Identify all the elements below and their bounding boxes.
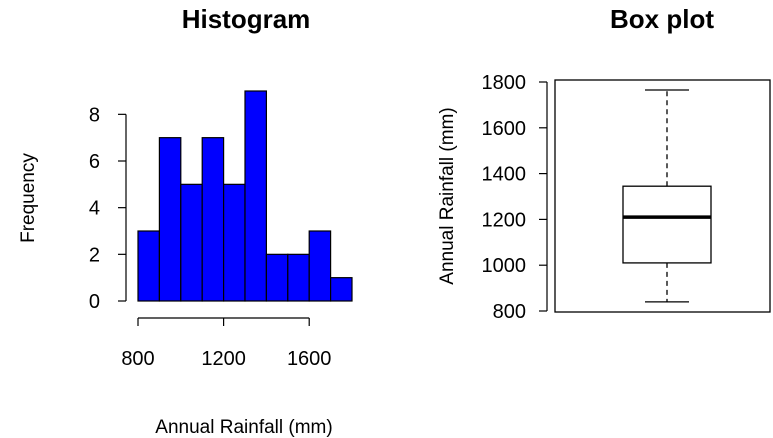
boxplot-title: Box plot <box>610 4 714 34</box>
histogram-bar-2 <box>158 137 182 302</box>
histogram-bar-4 <box>201 137 225 302</box>
histogram-bar-5 <box>223 183 246 302</box>
histogram-x-tick-label: 1600 <box>287 348 332 370</box>
histogram-bar-9 <box>308 230 332 302</box>
histogram-bar-10 <box>330 277 353 302</box>
histogram-bars <box>137 90 353 302</box>
boxplot-y-tick-label: 1200 <box>482 209 527 231</box>
histogram-panel: Histogram 800 1200 1600 0 2 4 6 8 Annual Rainf… <box>18 4 353 438</box>
histogram-bar-8 <box>287 253 310 302</box>
histogram-y-tick-label: 8 <box>89 104 100 126</box>
histogram-y-axis-label: Frequency <box>18 153 39 243</box>
histogram-title: Histogram <box>182 4 311 34</box>
histogram-bar-6 <box>244 90 267 302</box>
histogram-x-tick-label: 800 <box>121 348 154 370</box>
histogram-y-tick-label: 0 <box>89 291 100 313</box>
boxplot-y-tick-label: 1800 <box>482 72 527 94</box>
histogram-y-tick-label: 4 <box>89 198 100 220</box>
boxplot-frame <box>554 79 771 313</box>
boxplot-y-axis-label: Annual Rainfall (mm) <box>437 107 458 284</box>
histogram-y-tick-label: 6 <box>89 151 100 173</box>
histogram-x-tick-label: 1200 <box>201 348 246 370</box>
histogram-bar-3 <box>180 183 203 302</box>
boxplot-y-tick-label: 1000 <box>482 255 527 277</box>
boxplot-marks <box>622 89 712 303</box>
boxplot-y-axis: 800 1000 1200 1400 1600 1800 <box>482 72 548 323</box>
histogram-bar-7 <box>265 253 289 302</box>
histogram-x-axis: 800 1200 1600 <box>121 317 332 370</box>
boxplot-y-tick-label: 1400 <box>482 164 527 186</box>
histogram-bar-1 <box>137 230 160 302</box>
boxplot-box <box>622 185 712 264</box>
histogram-y-axis: 0 2 4 6 8 <box>89 104 127 313</box>
histogram-x-axis-label: Annual Rainfall (mm) <box>155 417 332 438</box>
histogram-y-tick-label: 2 <box>89 244 100 266</box>
boxplot-y-tick-label: 800 <box>493 301 526 323</box>
boxplot-y-tick-label: 1600 <box>482 118 527 140</box>
boxplot-panel: Box plot 800 1000 1200 1400 1600 1800 Annual … <box>437 4 771 323</box>
